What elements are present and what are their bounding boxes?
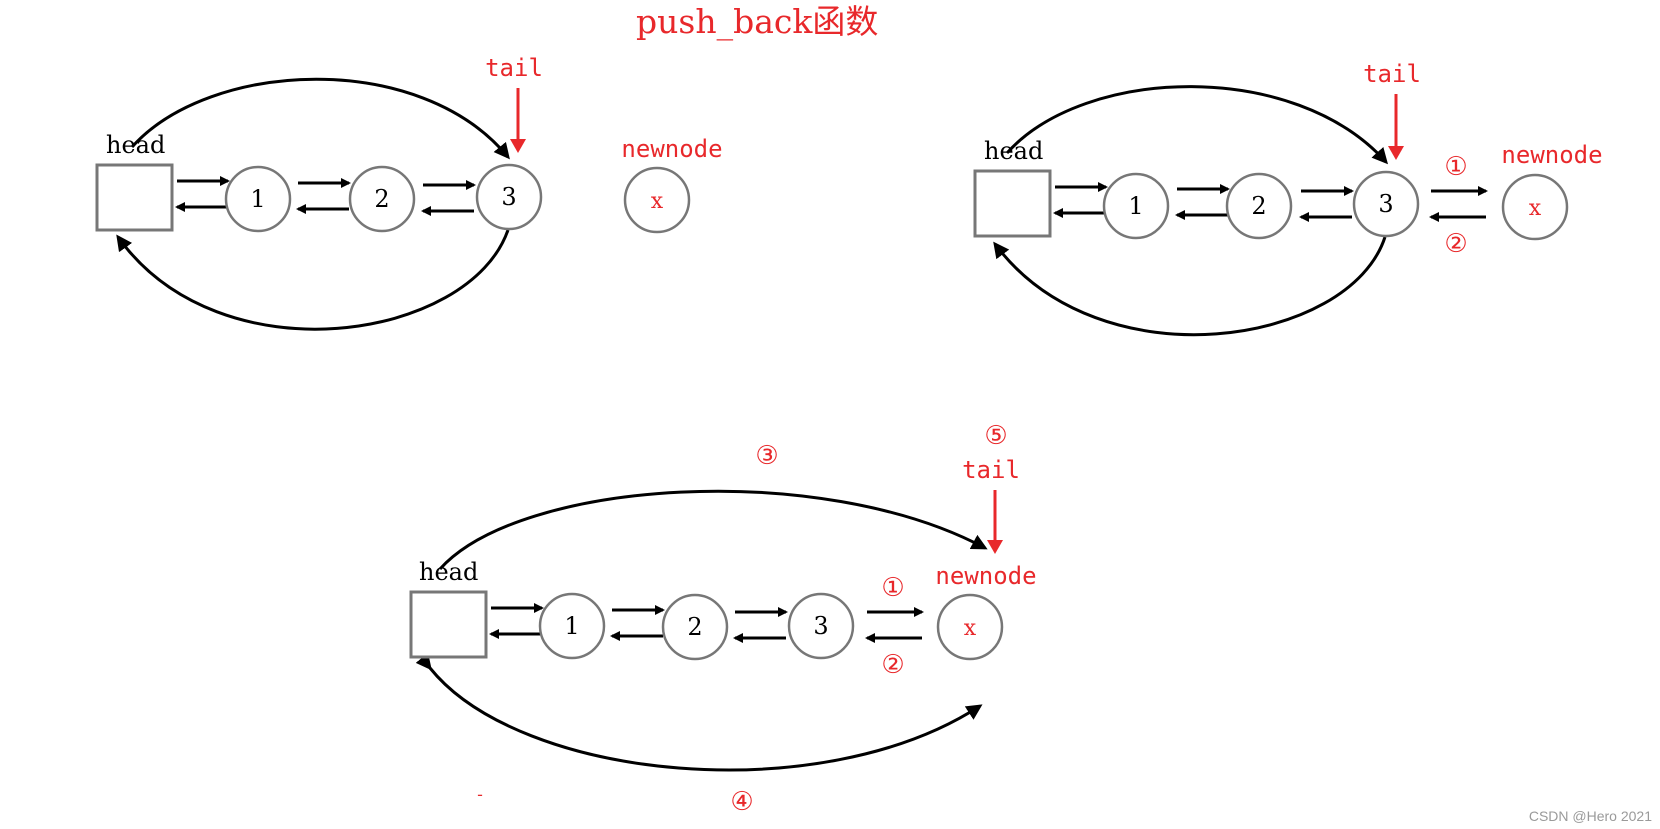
head-to-tail-curve <box>130 77 510 160</box>
head-sentinel-node <box>973 169 1052 238</box>
head-label: head <box>984 137 1043 165</box>
tail-label: tail <box>485 54 543 82</box>
list-node <box>348 165 416 233</box>
node-value: 3 <box>813 612 828 640</box>
list-node <box>538 592 606 660</box>
panel-final-state: ③ ④ head 1 2 3 ① ② ⑤ tail newnode x - <box>409 421 1037 817</box>
node-value: 2 <box>1251 192 1266 220</box>
head-sentinel-node <box>409 590 488 659</box>
tail-to-head-curve <box>993 236 1387 337</box>
new-node-value: x <box>1529 196 1542 221</box>
step-2-marker: ② <box>881 650 904 680</box>
stray-mark: - <box>477 785 483 804</box>
node-value: 2 <box>687 613 702 641</box>
node-value: 1 <box>250 185 265 213</box>
head-sentinel-node <box>95 163 174 232</box>
node-value: 3 <box>1378 190 1393 218</box>
new-node-value: x <box>964 616 977 641</box>
head-label: head <box>419 558 478 586</box>
list-node <box>475 163 543 231</box>
new-node-value: x <box>651 189 664 214</box>
watermark: CSDN @Hero 2021 <box>1529 808 1652 824</box>
head-next-to-newnode-curve <box>438 489 988 571</box>
node-value: 1 <box>1128 192 1143 220</box>
node-value: 3 <box>501 183 516 211</box>
newnode-label: newnode <box>1501 141 1602 169</box>
head-label: head <box>106 131 165 159</box>
list-node <box>787 592 855 660</box>
newnode-label: newnode <box>621 135 722 163</box>
new-node <box>936 593 1004 661</box>
panel-initial-state: head 1 2 3 tail newnode x <box>95 54 723 331</box>
diagram-title: push_back函数 <box>636 2 878 42</box>
step-1-marker: ① <box>881 573 904 603</box>
step-4-marker: ④ <box>730 787 753 817</box>
tail-label: tail <box>962 456 1020 484</box>
newnode-next-to-head-curve <box>415 652 983 772</box>
panel-link-newnode: head 1 2 3 tail ① ② newnode x <box>973 60 1603 337</box>
head-to-tail-curve <box>1005 85 1388 165</box>
list-node <box>1102 172 1170 240</box>
tail-label: tail <box>1363 60 1421 88</box>
list-node <box>661 593 729 661</box>
step-5-marker: ⑤ <box>984 421 1007 451</box>
node-value: 1 <box>564 612 579 640</box>
node-value: 2 <box>374 185 389 213</box>
new-node <box>623 166 691 234</box>
step-3-marker: ③ <box>755 441 778 471</box>
new-node <box>1501 173 1569 241</box>
tail-to-head-curve <box>116 229 510 331</box>
list-node <box>1225 172 1293 240</box>
list-node <box>1352 170 1420 238</box>
step-2-marker: ② <box>1444 229 1467 259</box>
newnode-label: newnode <box>935 562 1036 590</box>
list-node <box>224 165 292 233</box>
step-1-marker: ① <box>1444 152 1467 182</box>
